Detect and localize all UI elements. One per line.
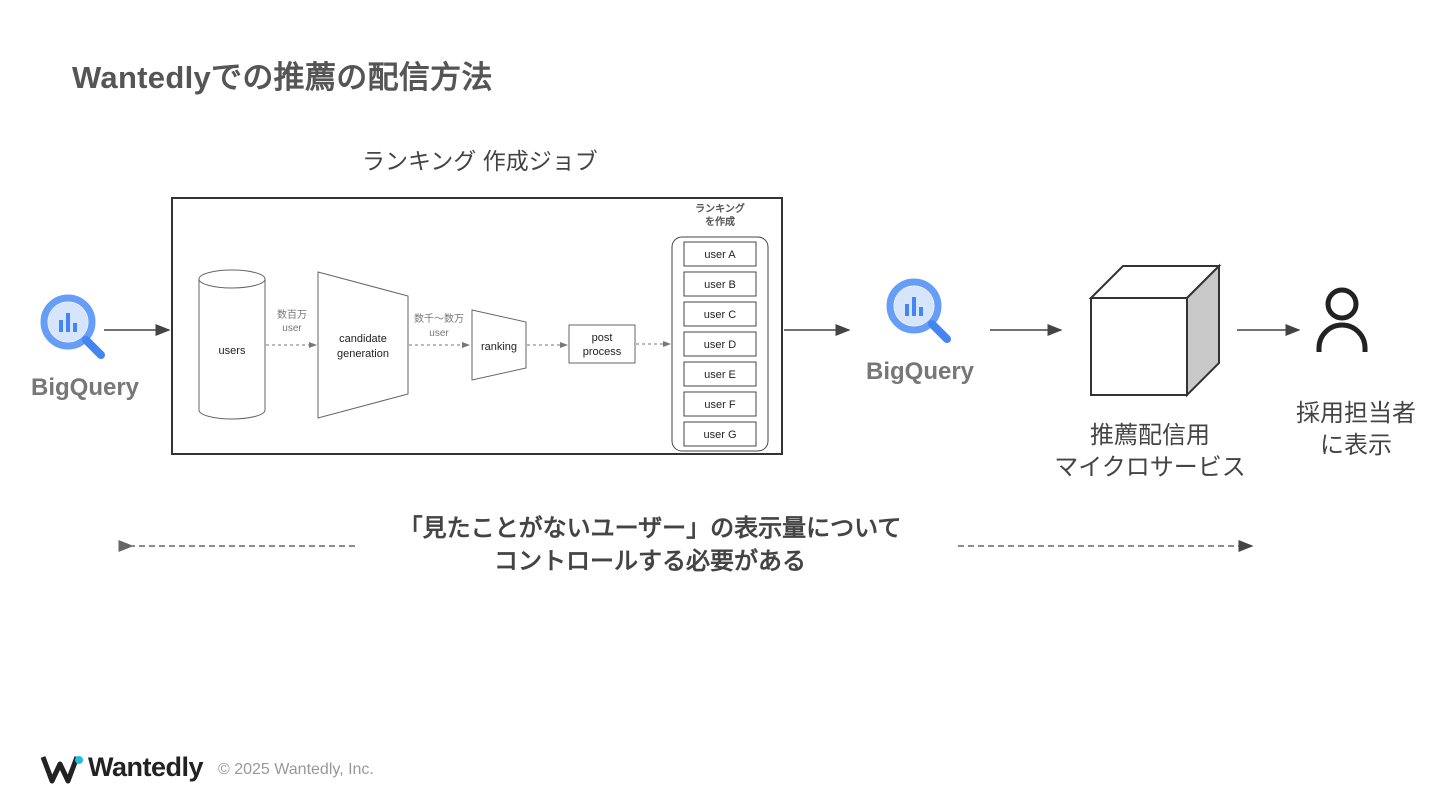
- ranked-user-label: user D: [704, 339, 736, 351]
- copyright: © 2025 Wantedly, Inc.: [218, 761, 374, 778]
- ranked-user-box: [683, 241, 757, 267]
- ranking-output-label-2: を作成: [705, 215, 735, 228]
- post-process-stage: post process: [568, 324, 636, 364]
- ranking-job-box: [171, 197, 783, 455]
- ranked-user-label: user B: [704, 279, 736, 291]
- users-label: users: [219, 345, 246, 357]
- post-label-1: post: [592, 332, 613, 344]
- ranked-user-box: [683, 361, 757, 387]
- control-note-line2: コントロールする必要がある: [494, 548, 806, 575]
- ranked-user-box: [683, 421, 757, 447]
- ranking-job-label: ランキング 作成ジョブ: [362, 148, 598, 174]
- person-icon: [1316, 287, 1368, 352]
- cube-icon: [1088, 263, 1222, 398]
- microservice-label: 推薦配信用 マイクロサービス: [1040, 420, 1260, 484]
- candidate-count-unit: user: [429, 328, 449, 339]
- ranked-user-box: [683, 301, 757, 327]
- candidate-label-1: candidate: [339, 333, 387, 345]
- slide-title: Wantedlyでの推薦の配信方法: [72, 60, 493, 95]
- ranked-user-label: user G: [703, 429, 736, 441]
- microservice-label-line2: マイクロサービス: [1054, 454, 1246, 481]
- ranked-user-box: [683, 391, 757, 417]
- recruiter-label-line2: に表示: [1320, 432, 1392, 459]
- wantedly-logo-icon: [40, 756, 83, 784]
- bigquery-label-left: BigQuery: [30, 374, 140, 401]
- control-note: 「見たことがないユーザー」の表示量について コントロールする必要がある: [380, 512, 920, 578]
- ranked-user-label: user E: [704, 369, 736, 381]
- bigquery-icon: [40, 294, 105, 359]
- bigquery-label-right: BigQuery: [865, 358, 975, 385]
- ranking-stage: ranking: [471, 309, 527, 381]
- users-count-unit: user: [282, 323, 302, 334]
- microservice-label-line1: 推薦配信用: [1090, 422, 1210, 449]
- ranked-user-items: user A user B user C user D user E user F user…: [683, 241, 757, 447]
- bigquery-icon: [886, 278, 951, 343]
- candidate-generation-stage: candidate generation: [317, 271, 409, 419]
- ranked-user-label: user C: [704, 309, 736, 321]
- users-cylinder: users: [198, 269, 266, 420]
- wantedly-logo-text: Wantedly: [88, 752, 204, 782]
- recruiter-label-line1: 採用担当者: [1296, 400, 1416, 427]
- recruiter-label: 採用担当者 に表示: [1282, 398, 1430, 462]
- ranking-output-label-1: ランキング: [695, 202, 745, 215]
- ranked-user-label: user F: [704, 399, 735, 411]
- ranked-user-label: user A: [704, 249, 736, 261]
- candidate-count-label: 数千〜数万: [414, 312, 464, 325]
- candidate-label-2: generation: [337, 348, 389, 360]
- users-count-label: 数百万: [277, 308, 307, 321]
- ranked-user-box: [683, 331, 757, 357]
- ranked-user-box: [683, 271, 757, 297]
- post-label-2: process: [583, 346, 622, 358]
- ranking-label: ranking: [481, 341, 517, 353]
- control-note-line1: 「見たことがないユーザー」の表示量について: [398, 515, 902, 542]
